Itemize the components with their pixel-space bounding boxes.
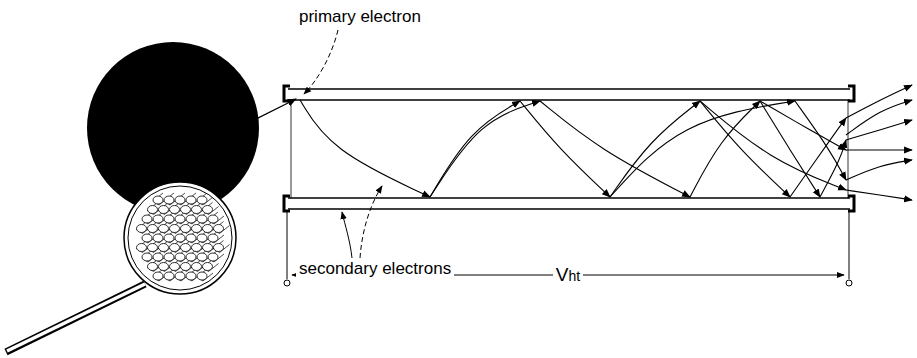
magnifier-handle: [6, 284, 145, 352]
electrodes: [284, 86, 854, 211]
primary-electron-path: [236, 99, 296, 129]
channel-walls: [288, 89, 850, 209]
leader-line: [360, 186, 382, 258]
callout-label: secondary electrons: [296, 260, 454, 279]
leader-line: [304, 30, 338, 94]
magnifier-lens: [124, 182, 236, 294]
leader-line: [342, 212, 352, 258]
voltage-dimension: [284, 212, 852, 286]
magnifier-rim: [128, 186, 232, 290]
channel-bundle: [137, 193, 230, 281]
electron-trajectories: [300, 85, 912, 200]
callout-label: primary electron: [296, 8, 424, 27]
voltage-label: Vht: [553, 265, 583, 286]
